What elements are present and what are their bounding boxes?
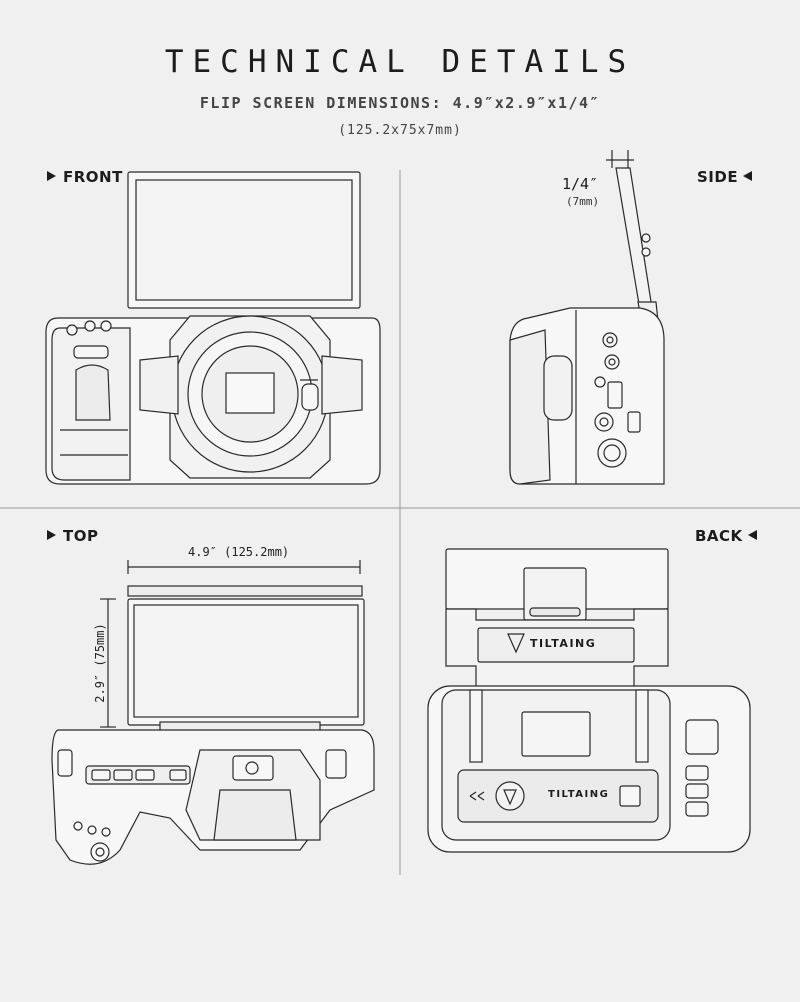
section-label-back: BACK: [695, 527, 757, 545]
logo-text-panel: TILTAING: [530, 637, 597, 650]
section-label-front-text: FRONT: [63, 168, 123, 186]
section-label-top: TOP: [47, 527, 98, 545]
front-screen-display: [135, 179, 353, 301]
arrow-right-icon: [47, 530, 56, 540]
logo-text-plate: TILTAING: [548, 789, 610, 800]
subtitle: FLIP SCREEN DIMENSIONS: 4.9″x2.9″x1/4″: [199, 94, 601, 112]
height-dimension-label: 2.9″ (75mm): [93, 623, 107, 703]
section-label-side-text: SIDE: [697, 168, 739, 186]
section-label-front: FRONT: [47, 168, 123, 186]
page-title: TECHNICAL DETAILS: [164, 44, 636, 80]
arrow-right-icon: [47, 171, 56, 181]
top-view-drawing: [51, 560, 375, 865]
thickness-label: 1/4″: [562, 175, 599, 193]
section-label-back-text: BACK: [695, 527, 743, 545]
thickness-metric-label: (7mm): [566, 195, 600, 208]
section-label-side: SIDE: [697, 168, 753, 186]
back-logo-plate: [477, 627, 635, 663]
section-label-top-text: TOP: [63, 527, 99, 545]
width-dimension-label: 4.9″ (125.2mm): [188, 545, 290, 559]
back-view-drawing: [427, 548, 751, 853]
front-view-drawing: [45, 171, 381, 485]
arrow-left-icon: [747, 530, 757, 540]
side-view-drawing: [509, 150, 665, 485]
arrow-left-icon: [743, 171, 753, 181]
subtitle-metric: (125.2x75x7mm): [338, 123, 462, 138]
front-sensor: [225, 372, 275, 414]
